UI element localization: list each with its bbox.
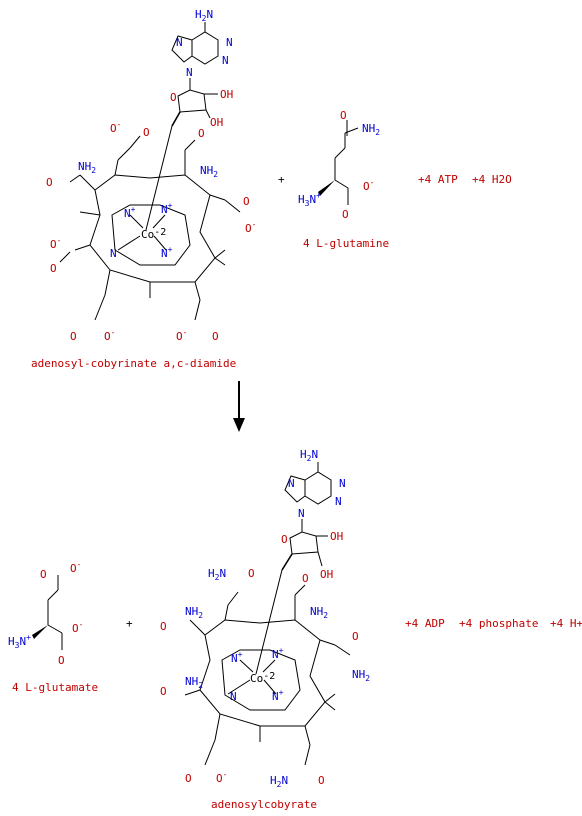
svg-text:N: N bbox=[298, 507, 305, 520]
cofactor-proton: +4 H+ bbox=[550, 617, 582, 630]
svg-text:H2N: H2N bbox=[270, 774, 288, 789]
svg-text:H2N: H2N bbox=[300, 448, 318, 463]
svg-text:N: N bbox=[222, 54, 229, 67]
svg-text:OH: OH bbox=[220, 88, 233, 101]
plus-sign-products: + bbox=[126, 617, 133, 630]
svg-text:N: N bbox=[288, 477, 295, 490]
svg-text:N+: N+ bbox=[161, 201, 173, 216]
svg-text:N: N bbox=[176, 36, 183, 49]
product-cobyrate-label: adenosylcobyrate bbox=[211, 798, 317, 811]
svg-text:O: O bbox=[46, 176, 53, 189]
product-cobyrate-structure: H2N N N N N O OH OH N+ N+ N N+ Co-2 bbox=[160, 448, 370, 811]
svg-text:O: O bbox=[170, 91, 177, 104]
svg-text:O: O bbox=[243, 195, 250, 208]
svg-text:O: O bbox=[58, 654, 65, 667]
plus-sign-substrates: + bbox=[278, 173, 285, 186]
svg-text:O-: O- bbox=[70, 560, 81, 575]
svg-text:N+: N+ bbox=[272, 646, 284, 661]
svg-text:NH2: NH2 bbox=[78, 160, 96, 175]
cofactor-atp: +4 ATP bbox=[418, 173, 458, 186]
svg-text:O: O bbox=[160, 685, 167, 698]
substrate-cobinamide-label: adenosyl-cobyrinate a,c-diamide bbox=[31, 357, 236, 370]
svg-text:O-: O- bbox=[50, 236, 61, 251]
cobalt-atom-product: Co-2 bbox=[250, 671, 275, 685]
product-glutamate-structure: O O- H3N+ O- O 4 L-glutamate bbox=[8, 560, 98, 694]
svg-text:O: O bbox=[212, 330, 219, 343]
svg-text:N: N bbox=[186, 66, 193, 79]
svg-text:O: O bbox=[143, 126, 150, 139]
substrate-glutamine-structure: O NH2 H3N+ O- O 4 L-glutamine bbox=[298, 109, 389, 250]
svg-text:O: O bbox=[70, 330, 77, 343]
cobalt-atom: Co-2 bbox=[141, 227, 166, 241]
corrin-ring-top: N+ N+ N N+ Co-2 O- O NH2 O O- O bbox=[46, 120, 256, 343]
svg-text:NH2: NH2 bbox=[185, 675, 203, 690]
svg-text:O: O bbox=[198, 127, 205, 140]
cofactor-adp: +4 ADP bbox=[405, 617, 445, 630]
svg-text:O-: O- bbox=[245, 220, 256, 235]
substrate-cobinamide-structure: H2N N N N N O OH OH N+ N+ N N+ bbox=[31, 8, 256, 370]
svg-text:O: O bbox=[160, 620, 167, 633]
ribose-bottom: O OH OH bbox=[281, 530, 343, 581]
svg-text:O: O bbox=[185, 772, 192, 785]
svg-text:O: O bbox=[281, 533, 288, 546]
svg-text:N+: N+ bbox=[161, 245, 173, 260]
svg-text:O: O bbox=[342, 208, 349, 221]
svg-text:N: N bbox=[339, 477, 346, 490]
svg-text:N: N bbox=[230, 690, 237, 703]
corrin-ring-bottom: N+ N+ N N+ Co-2 H2N O NH2 O O NH2 O O- bbox=[160, 567, 370, 789]
ribose-top: O OH OH bbox=[170, 88, 233, 129]
adenine-amine-label: H2N bbox=[195, 8, 213, 23]
svg-text:O-: O- bbox=[363, 178, 374, 193]
cofactor-phosphate: +4 phosphate bbox=[459, 617, 538, 630]
adenine-ring-top: H2N N N N N bbox=[171, 8, 233, 90]
n-atom: N+ bbox=[124, 205, 136, 220]
svg-text:NH2: NH2 bbox=[200, 164, 218, 179]
svg-text:O-: O- bbox=[104, 328, 115, 343]
reaction-arrow bbox=[233, 381, 245, 432]
svg-text:O: O bbox=[248, 567, 255, 580]
svg-text:H2N: H2N bbox=[208, 567, 226, 582]
svg-text:H3N+: H3N+ bbox=[298, 191, 321, 208]
svg-text:N+: N+ bbox=[272, 688, 284, 703]
svg-text:OH: OH bbox=[210, 116, 223, 129]
product-glutamate-label: 4 L-glutamate bbox=[12, 681, 98, 694]
svg-text:N+: N+ bbox=[231, 650, 243, 665]
svg-text:O-: O- bbox=[110, 120, 121, 135]
svg-text:NH2: NH2 bbox=[362, 122, 380, 137]
svg-text:O: O bbox=[340, 109, 347, 122]
svg-text:NH2: NH2 bbox=[185, 605, 203, 620]
svg-text:O: O bbox=[302, 572, 309, 585]
svg-text:O: O bbox=[318, 774, 325, 787]
svg-text:OH: OH bbox=[330, 530, 343, 543]
cofactor-h2o: +4 H2O bbox=[472, 173, 512, 186]
svg-text:O-: O- bbox=[176, 328, 187, 343]
svg-text:O-: O- bbox=[72, 620, 83, 635]
svg-text:O: O bbox=[352, 630, 359, 643]
svg-text:N: N bbox=[110, 247, 117, 260]
svg-text:O-: O- bbox=[216, 770, 227, 785]
svg-text:N: N bbox=[335, 495, 342, 508]
svg-text:NH2: NH2 bbox=[352, 668, 370, 683]
substrate-glutamine-label: 4 L-glutamine bbox=[303, 237, 389, 250]
svg-text:H3N+: H3N+ bbox=[8, 633, 31, 650]
svg-text:N: N bbox=[226, 36, 233, 49]
svg-text:O: O bbox=[40, 568, 47, 581]
adenine-ring-bottom: H2N N N N N bbox=[284, 448, 346, 532]
svg-text:NH2: NH2 bbox=[310, 605, 328, 620]
svg-text:OH: OH bbox=[320, 568, 333, 581]
svg-text:O: O bbox=[50, 262, 57, 275]
